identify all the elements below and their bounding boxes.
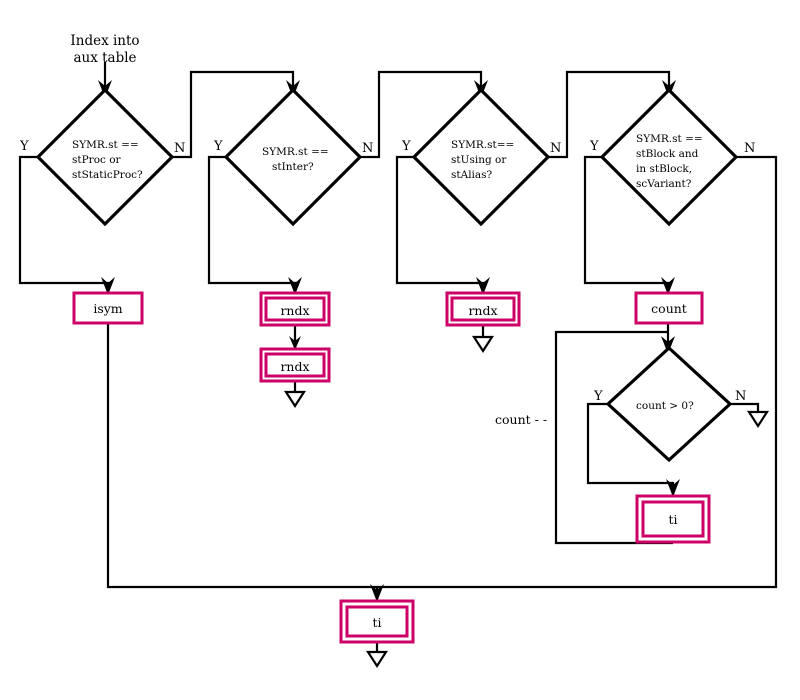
decision-d1-line3: stStaticProc? xyxy=(72,169,143,181)
process-box-rndx3-label: rndx xyxy=(468,303,497,318)
connector-layer xyxy=(18,62,778,652)
decision-d2-line1: SYMR.st == xyxy=(262,146,329,158)
wire-d4-no-to-final xyxy=(377,155,778,589)
arrowhead-layer xyxy=(98,80,770,669)
decision-d4-line2: stBlock and xyxy=(636,148,699,160)
decision-d2[interactable] xyxy=(223,87,363,227)
wire-d2-no-to-d3 xyxy=(360,70,483,159)
decision-d4-line4: scVariant? xyxy=(636,178,692,190)
branch-label-layer: Y N Y N Y N Y N Y N xyxy=(19,139,755,404)
decision-text-layer: SYMR.st == stProc or stStaticProc? SYMR.… xyxy=(72,133,703,412)
decision-d4-line1: SYMR.st == xyxy=(636,133,703,145)
terminator-rndx3 xyxy=(471,335,495,354)
branch-label-d2-no: N xyxy=(362,141,373,156)
wire-isym-to-final-ti xyxy=(106,322,377,589)
wire-d3-no-to-d4 xyxy=(548,70,671,159)
branch-label-d5-no: N xyxy=(735,389,746,404)
arrowhead-d5-top xyxy=(661,336,675,354)
process-box-layer: isym rndx rndx rndx count ti ti xyxy=(72,291,711,644)
decision-d3-line1: SYMR.st== xyxy=(451,139,514,151)
arrowhead-loop-ti-top xyxy=(666,479,680,497)
wire-d5-no-to-end xyxy=(730,402,760,412)
process-box-rndx1-inner xyxy=(264,296,326,322)
branch-label-d5-yes: Y xyxy=(593,389,603,404)
decision-d1-line1: SYMR.st == xyxy=(72,139,139,151)
process-box-ti-loop-label: ti xyxy=(668,512,677,527)
process-box-count[interactable] xyxy=(634,291,704,325)
arrowhead-count-top xyxy=(661,277,675,295)
terminator-d5-no xyxy=(746,410,770,429)
decision-d3-line2: stUsing or xyxy=(451,154,507,166)
decision-d1-line2: stProc or xyxy=(72,154,122,166)
note-count-decrement: count - - xyxy=(495,412,547,427)
process-box-isym-label: isym xyxy=(93,301,122,316)
decision-d4-line3: in stBlock, xyxy=(636,163,692,175)
process-box-ti-loop-inner xyxy=(641,500,705,538)
process-box-rndx1-label: rndx xyxy=(280,303,309,318)
branch-label-d1-no: N xyxy=(174,141,185,156)
branch-label-d4-no: N xyxy=(744,141,755,156)
process-box-ti-final-inner xyxy=(345,605,409,638)
arrowhead-final-ti-top xyxy=(370,584,384,602)
branch-label-d2-yes: Y xyxy=(213,139,223,154)
process-box-rndx2-label: rndx xyxy=(280,359,309,374)
branch-label-d1-yes: Y xyxy=(19,139,29,154)
process-box-ti-final-label: ti xyxy=(372,615,381,630)
branch-label-d3-yes: Y xyxy=(401,139,411,154)
process-box-count-label: count xyxy=(651,301,687,316)
caption-layer: Index into aux table count - - xyxy=(70,33,547,427)
arrowhead-rndx3-top xyxy=(476,277,490,295)
arrowhead-isym-top xyxy=(101,277,115,295)
process-box-rndx2-inner xyxy=(264,352,326,378)
branch-label-d4-yes: Y xyxy=(589,139,599,154)
decision-d5-line1: count > 0? xyxy=(636,400,694,412)
decision-layer xyxy=(35,87,739,463)
arrowhead-rndx1-top xyxy=(288,277,302,295)
branch-label-d3-no: N xyxy=(550,141,561,156)
terminator-final-ti xyxy=(365,650,389,669)
entry-caption-line1: Index into xyxy=(70,33,139,49)
process-box-isym[interactable] xyxy=(72,291,144,325)
wire-d1-no-to-d2 xyxy=(172,70,295,159)
decision-d4[interactable] xyxy=(599,87,739,227)
decision-d5[interactable] xyxy=(605,345,733,463)
entry-caption-line2: aux table xyxy=(73,50,136,66)
wire-loop-back xyxy=(554,330,673,545)
decision-d3-line3: stAlias? xyxy=(451,169,493,181)
process-box-rndx3-inner xyxy=(450,296,516,322)
decision-d1[interactable] xyxy=(35,87,175,227)
terminator-rndx2 xyxy=(283,390,307,409)
arrowhead-rndx2-top xyxy=(289,336,301,350)
decision-d3[interactable] xyxy=(411,87,551,227)
decision-d2-line2: stInter? xyxy=(272,161,314,173)
